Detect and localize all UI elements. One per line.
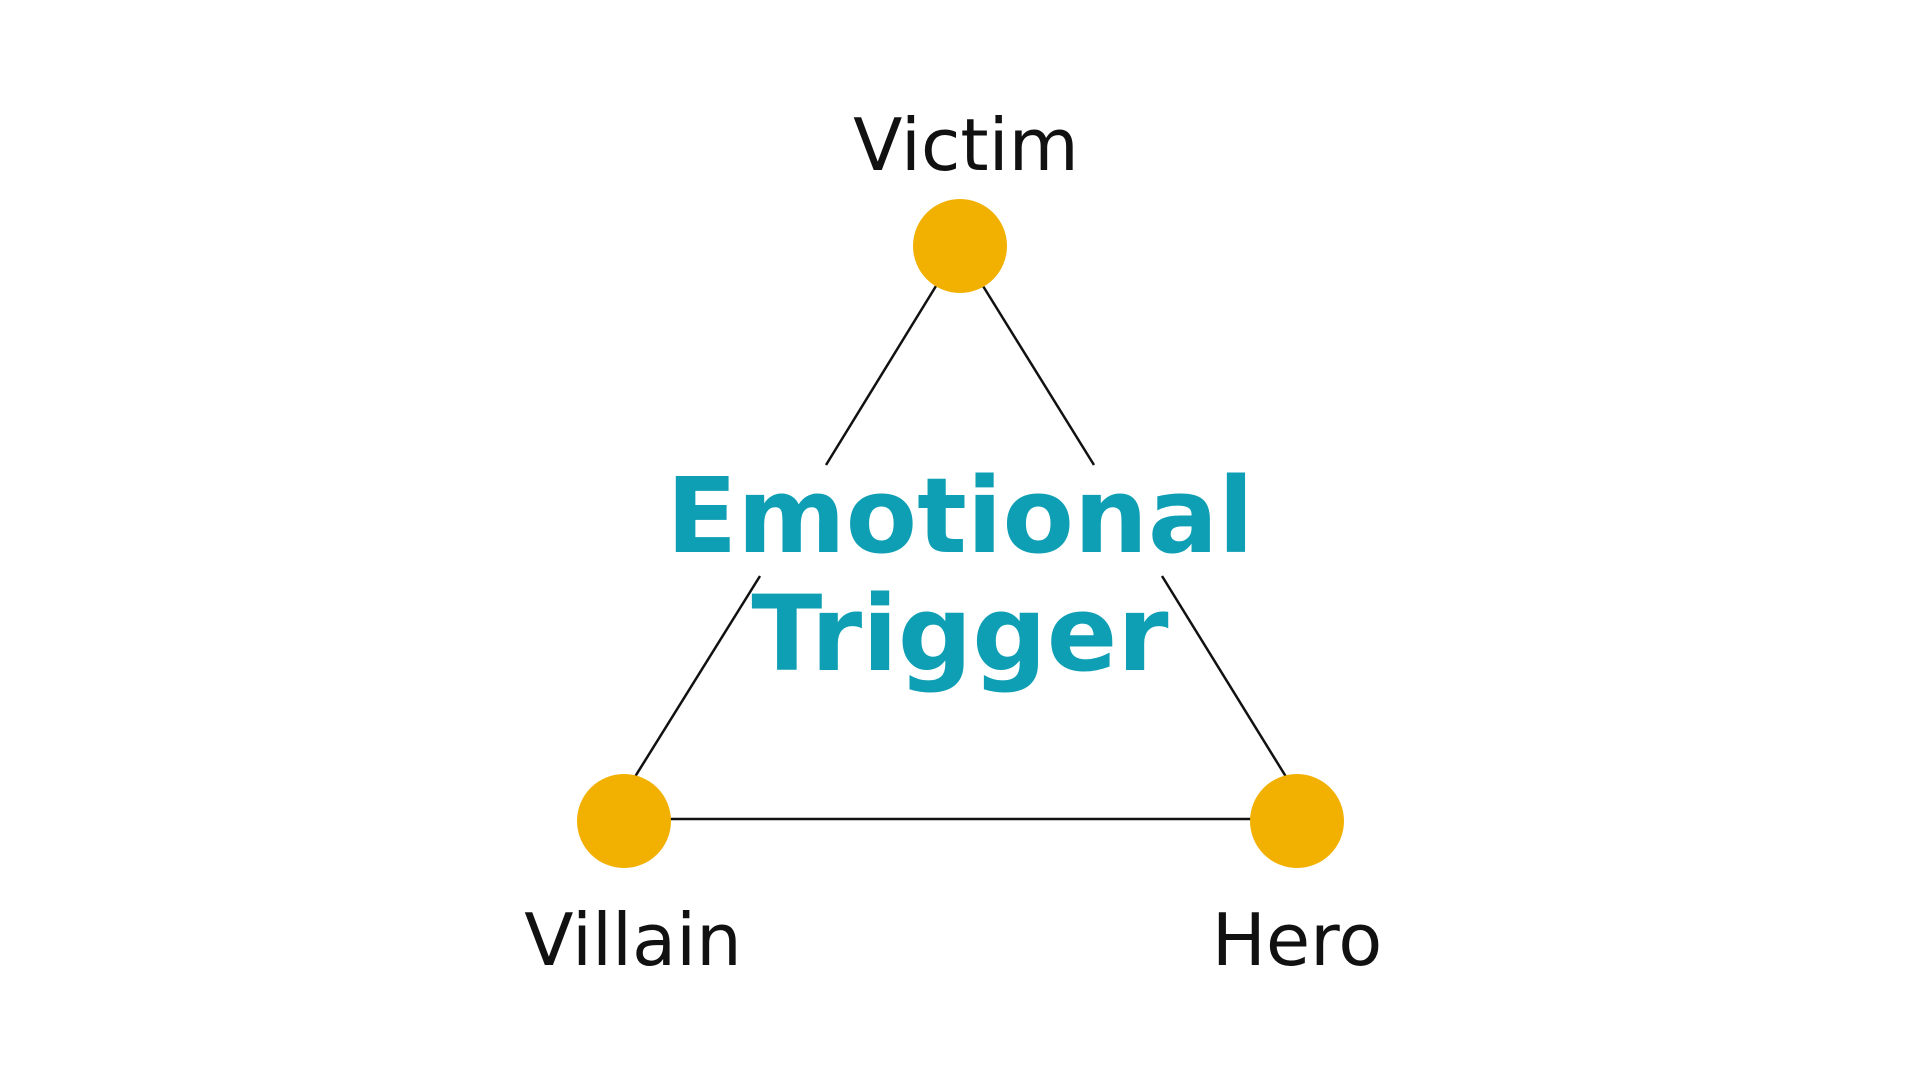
triangle-nodes <box>577 199 1344 868</box>
label-villain: Villain <box>524 898 741 982</box>
node-villain <box>577 774 671 868</box>
node-hero <box>1250 774 1344 868</box>
center-title-line1: Emotional <box>666 455 1254 577</box>
edge-top-left-upper <box>824 285 938 466</box>
label-victim: Victim <box>853 103 1079 187</box>
edge-top-left-lower <box>631 575 762 781</box>
node-victim <box>913 199 1007 293</box>
triangle-edges <box>631 285 1290 821</box>
edge-top-right-lower <box>1160 575 1290 781</box>
center-title-line2: Trigger <box>751 573 1168 695</box>
edge-top-right-upper <box>981 285 1096 466</box>
label-hero: Hero <box>1212 898 1383 982</box>
